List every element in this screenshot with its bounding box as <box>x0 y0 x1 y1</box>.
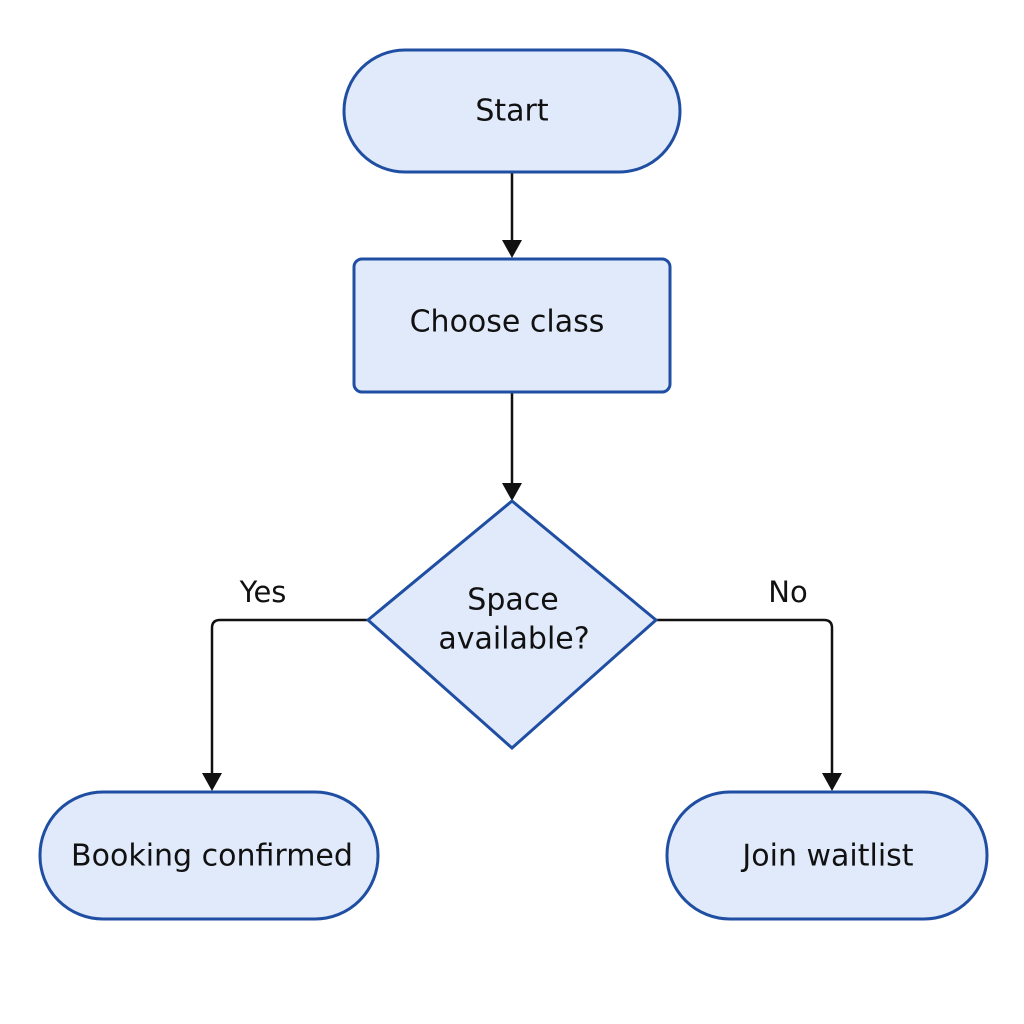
connector-no-branch <box>656 618 834 776</box>
start-node: Start <box>342 48 682 174</box>
start-node-shape <box>342 48 682 174</box>
booking-confirmed-node-shape <box>38 790 380 921</box>
join-waitlist-node-shape <box>665 790 989 921</box>
arrowhead-join-waitlist <box>822 773 842 791</box>
booking-confirmed-node-label: Booking confirmed <box>71 839 353 874</box>
choose-class-node: Choose class <box>352 257 672 394</box>
decision-node-label-line1: Space <box>467 583 558 618</box>
join-waitlist-node-label: Join waitlist <box>740 839 913 874</box>
choose-class-node-shape <box>352 257 672 394</box>
arrowhead-choose-class <box>502 240 522 258</box>
no-edge-label: No <box>768 575 807 609</box>
connector-yes-branch <box>210 618 368 776</box>
decision-node-label-line2: available? <box>438 622 589 657</box>
yes-edge-label: Yes <box>239 575 287 609</box>
start-node-label: Start <box>475 94 549 129</box>
booking-confirmed-node: Booking confirmed <box>38 790 380 921</box>
choose-class-node-label: Choose class <box>410 305 605 340</box>
decision-node: Space available? <box>365 499 659 751</box>
connectors <box>202 172 842 791</box>
decision-node-shape <box>365 499 659 751</box>
arrowhead-decision <box>502 483 522 501</box>
join-waitlist-node: Join waitlist <box>665 790 989 921</box>
arrowhead-booking-confirmed <box>202 773 222 791</box>
